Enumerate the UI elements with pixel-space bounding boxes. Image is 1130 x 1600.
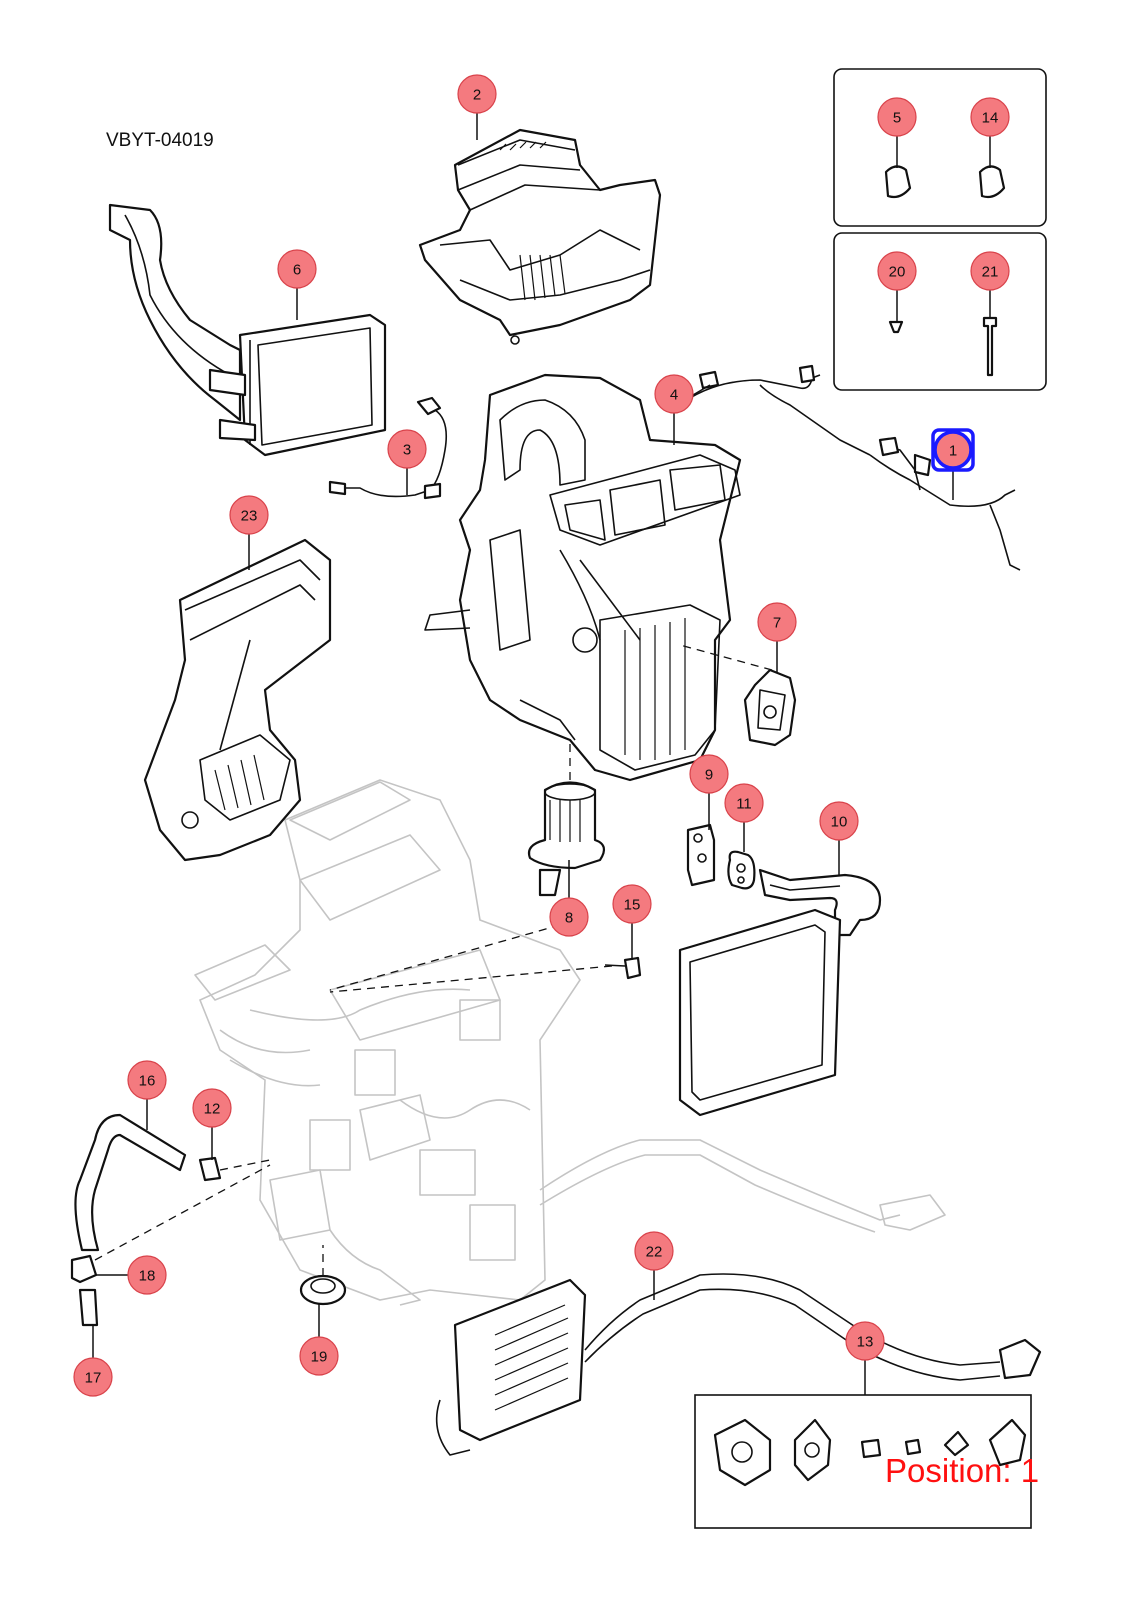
- part-22-rear-core[interactable]: [435, 1273, 1042, 1456]
- drawing-id: VBYT-04019: [106, 130, 214, 151]
- callout-10[interactable]: 10: [819, 801, 859, 841]
- part-7-actuator[interactable]: [743, 668, 797, 747]
- callout-label: 7: [773, 615, 781, 632]
- part-13-kit-contents[interactable]: [713, 1418, 1027, 1487]
- callout-21[interactable]: 21: [970, 251, 1010, 291]
- position-label: Position: 1: [885, 1452, 1040, 1489]
- callout-7[interactable]: 7: [757, 602, 797, 642]
- callout-17[interactable]: 17: [73, 1357, 113, 1397]
- part-18-elbow[interactable]: [70, 1254, 98, 1284]
- leader-lines: [92, 113, 991, 1395]
- part-20-screw[interactable]: [888, 320, 904, 334]
- callout-23[interactable]: 23: [229, 495, 269, 535]
- callout-label: 6: [293, 262, 301, 279]
- callout-2[interactable]: 2: [457, 74, 497, 114]
- evaporator-core: [678, 908, 842, 1117]
- kit-box-clips: [833, 68, 1047, 227]
- callout-label: 14: [982, 110, 999, 127]
- callout-1[interactable]: 1: [931, 428, 975, 472]
- part-17-nipple[interactable]: [78, 1288, 99, 1327]
- part-10-evaporator-lines[interactable]: [758, 868, 882, 937]
- callout-label: 16: [139, 1073, 156, 1090]
- callout-8[interactable]: 8: [549, 897, 589, 937]
- callout-4[interactable]: 4: [654, 374, 694, 414]
- callout-label: 5: [893, 110, 901, 127]
- part-6-heater-core[interactable]: [108, 203, 387, 457]
- callout-6[interactable]: 6: [277, 249, 317, 289]
- hvac-case-main: [424, 373, 742, 782]
- part-21-bolt[interactable]: [982, 316, 998, 377]
- callout-label: 23: [241, 508, 258, 525]
- callout-label: 8: [565, 910, 573, 927]
- part-9-expansion-valve[interactable]: [686, 823, 716, 887]
- callout-label: 12: [204, 1101, 221, 1118]
- part-12-connector[interactable]: [198, 1156, 222, 1182]
- callout-label: 2: [473, 87, 481, 104]
- callout-label: 11: [736, 796, 752, 813]
- callout-22[interactable]: 22: [634, 1231, 674, 1271]
- background-assembly-ghost: [194, 779, 946, 1306]
- callout-label: 18: [139, 1268, 156, 1285]
- callout-16[interactable]: 16: [127, 1060, 167, 1100]
- callout-13[interactable]: 13: [845, 1321, 885, 1361]
- callout-11[interactable]: 11: [724, 783, 764, 823]
- callout-label: 15: [624, 897, 641, 914]
- callout-19[interactable]: 19: [299, 1336, 339, 1376]
- callout-14[interactable]: 14: [970, 97, 1010, 137]
- part-3-sensor-harness[interactable]: [328, 396, 448, 500]
- callout-label: 13: [857, 1334, 874, 1351]
- callout-label: 19: [311, 1349, 328, 1366]
- part-19-grommet[interactable]: [299, 1274, 347, 1306]
- part-11-gasket[interactable]: [727, 850, 756, 890]
- callout-12[interactable]: 12: [192, 1088, 232, 1128]
- part-14-clip[interactable]: [978, 165, 1006, 199]
- part-5-clip[interactable]: [884, 165, 912, 199]
- callout-label: 4: [670, 387, 678, 404]
- callout-label: 22: [646, 1244, 663, 1261]
- callout-3[interactable]: 3: [387, 429, 427, 469]
- callout-18[interactable]: 18: [127, 1255, 167, 1295]
- callout-label: 9: [705, 767, 713, 784]
- callout-label: 1: [949, 443, 957, 460]
- part-15-sensor[interactable]: [604, 956, 642, 980]
- callout-label: 21: [982, 264, 999, 281]
- callout-15[interactable]: 15: [612, 884, 652, 924]
- callout-label: 10: [831, 814, 848, 831]
- callout-20[interactable]: 20: [877, 251, 917, 291]
- part-23-duct[interactable]: [143, 538, 332, 862]
- callout-label: 17: [85, 1370, 102, 1387]
- part-16-hose[interactable]: [74, 1113, 187, 1252]
- callout-5[interactable]: 5: [877, 97, 917, 137]
- part-2-duct-housing[interactable]: [418, 128, 662, 345]
- part-4-harness[interactable]: [689, 364, 871, 456]
- callout-label: 20: [889, 264, 906, 281]
- callout-label: 3: [403, 442, 411, 459]
- kit-box-fasteners: [833, 232, 1047, 391]
- part-1-harness-main[interactable]: [869, 436, 1021, 571]
- part-8-blower-motor[interactable]: [527, 781, 606, 897]
- callout-9[interactable]: 9: [689, 754, 729, 794]
